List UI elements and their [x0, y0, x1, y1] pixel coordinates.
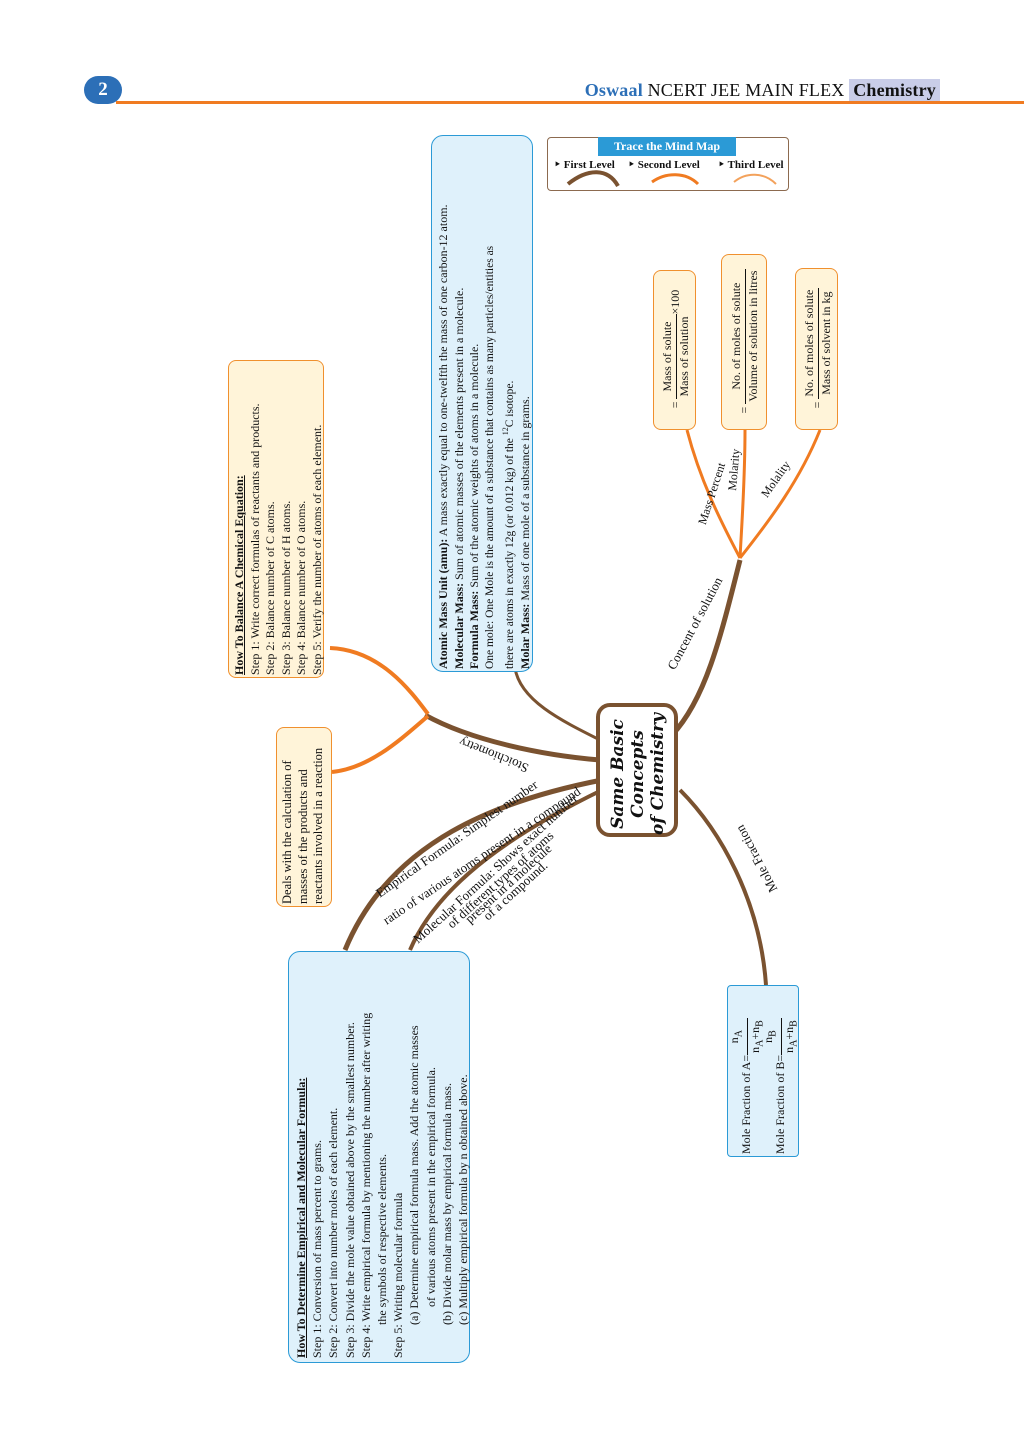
empirical-step-5: Step 5: Writing molecular formula: [391, 1192, 406, 1358]
center-title: Same Basic Concepts of Chemistry: [602, 711, 676, 837]
connector-stoich-box: [331, 714, 430, 774]
legend-first-swatch: [566, 170, 620, 188]
balance-step-3: Step 3: Balance number of H atoms.: [278, 500, 293, 675]
stoich-line-2: masses of the products and: [295, 769, 310, 904]
stoich-line-1: Deals with the calculation of: [280, 760, 294, 904]
legend-third-level: ‣ Third Level: [718, 159, 784, 171]
header-rule: [116, 101, 1024, 104]
empirical-step-4: Step 4: Write empirical formula by menti…: [358, 1012, 373, 1358]
legend-title: Trace the Mind Map: [598, 137, 736, 156]
connector-molarity: [738, 429, 747, 559]
connector-balance: [329, 646, 430, 716]
balance-equation-title: How To Balance A Chemical Equation:: [232, 475, 246, 675]
balance-step-4: Step 4: Balance number of O atoms.: [294, 500, 308, 675]
empirical-step-1: Step 1: Conversion of mass percent to gr…: [310, 1140, 325, 1358]
one-mole-definition-1: One mole: One Mole is the amount of a su…: [483, 245, 496, 669]
center-line-2: Concepts: [628, 730, 648, 818]
empirical-formula-content: How To Determine Empirical and Molecular…: [293, 954, 471, 1358]
center-line-3: of Chemistry: [648, 713, 668, 835]
legend-swatches: [566, 170, 777, 188]
connector-mole-fraction: [678, 788, 768, 986]
header-title: Oswaal NCERT JEE MAIN FLEX Chemistry: [584, 79, 940, 101]
one-mole-definition-2: there are atoms in exactly 12g (or 0.012…: [501, 380, 516, 669]
empirical-step-5b: (b) Divide molar mass by empirical formu…: [439, 1083, 454, 1358]
page-header: 2 Oswaal NCERT JEE MAIN FLEX Chemistry: [0, 0, 1024, 120]
empirical-step-5a-cont: of various atoms present in the empirica…: [423, 1067, 438, 1358]
balance-step-1: Step 1: Write correct formulas of reacta…: [247, 403, 262, 675]
legend-third-swatch: [733, 173, 777, 185]
legend-first-level: ‣ First Level: [554, 159, 615, 171]
amu-definition: Atomic Mass Unit (amu): A mass exactly e…: [436, 204, 450, 669]
empirical-step-5c: (c) Multiply empirical formula by n obta…: [456, 1074, 471, 1358]
balance-step-2: Step 2: Balance number of C atoms.: [263, 501, 277, 675]
connector-definitions: [513, 667, 601, 742]
balance-equation-content: How To Balance A Chemical Equation: Step…: [232, 361, 324, 675]
legend-box: Trace the Mind Map ‣ First Level ‣ Secon…: [547, 137, 789, 191]
stoichiometry-content: Deals with the calculation of masses of …: [280, 728, 332, 904]
center-line-1: Same Basic: [608, 719, 628, 829]
formula-mass-definition: Formula Mass: Sum of the atomic weights …: [467, 343, 481, 669]
definitions-box: Atomic Mass Unit (amu): A mass exactly e…: [431, 135, 533, 672]
connector-molality: [738, 429, 822, 559]
empirical-step-5a: (a) Determine empirical formula mass. Ad…: [407, 1025, 422, 1358]
connector-concent-solution: [670, 559, 743, 737]
balance-step-5: Step 5: Verify the number of atoms of ea…: [309, 424, 324, 675]
definitions-content: Atomic Mass Unit (amu): A mass exactly e…: [436, 138, 536, 669]
stoichiometry-box: Deals with the calculation of masses of …: [276, 727, 332, 907]
molar-mass-definition: Molar Mass: Mass of one mole of a substa…: [518, 396, 533, 669]
legend-second-swatch: [651, 173, 700, 186]
empirical-step-2: Step 2: Convert into number moles of eac…: [326, 1107, 341, 1358]
page-number: 2: [84, 76, 122, 104]
balance-equation-box: How To Balance A Chemical Equation: Step…: [228, 360, 324, 678]
connector-molecular: [408, 788, 603, 951]
empirical-title: How To Determine Empirical and Molecular…: [294, 1077, 308, 1358]
empirical-formula-box: How To Determine Empirical and Molecular…: [288, 951, 470, 1363]
header-brand: Oswaal: [584, 80, 643, 100]
empirical-step-3: Step 3: Divide the mole value obtained a…: [342, 1022, 357, 1358]
connector-stoichiometry: [423, 712, 601, 763]
connector-mass-percent: [685, 429, 742, 559]
connector-empirical: [342, 777, 603, 951]
stoich-line-3: reactants involved in a reaction: [311, 747, 325, 904]
center-node: Same Basic Concepts of Chemistry: [596, 703, 678, 837]
legend-second-level: ‣ Second Level: [628, 159, 700, 171]
header-subject: Chemistry: [849, 79, 940, 101]
header-series: NCERT JEE MAIN FLEX: [642, 80, 850, 100]
molecular-mass-definition: Molecular Mass: Sum of atomic masses of …: [451, 287, 466, 669]
empirical-step-4-cont: the symbols of respective elements.: [375, 1154, 390, 1358]
